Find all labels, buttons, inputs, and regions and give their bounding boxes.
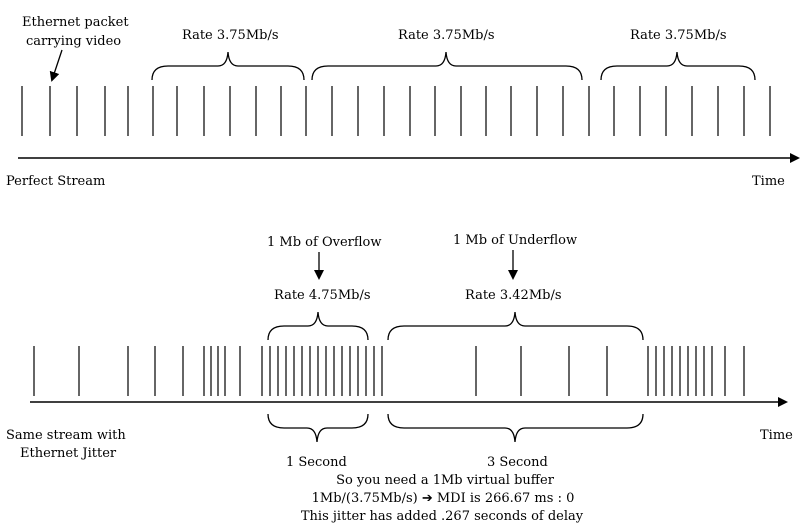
top-packet-ticks: [21, 86, 771, 136]
perfect-stream-label: Perfect Stream: [6, 174, 105, 189]
bottom-time-label: Time: [760, 428, 793, 443]
bottom-packet-ticks: [33, 346, 745, 396]
duration-brace-2: [387, 413, 644, 443]
top-rate-brace-2: [311, 51, 583, 81]
jitter-stream-label-line1: Same stream with: [6, 428, 126, 443]
duration-label-1: 1 Second: [286, 455, 347, 470]
rate-high-brace: [267, 311, 369, 341]
note-mdi: 1Mb/(3.75Mb/s) ➔ MDI is 266.67 ms : 0: [312, 491, 575, 506]
packet-label-line2: carrying video: [26, 34, 121, 49]
duration-brace-1: [267, 413, 369, 443]
rate-low-brace: [387, 311, 644, 341]
packet-label-line1: Ethernet packet: [22, 15, 129, 30]
packet-pointer-arrow: [49, 49, 63, 82]
top-rate-brace-3: [600, 51, 756, 81]
top-rate-label-2: Rate 3.75Mb/s: [398, 28, 495, 43]
underflow-label: 1 Mb of Underflow: [453, 233, 577, 248]
top-rate-label-1: Rate 3.75Mb/s: [182, 28, 279, 43]
top-time-label: Time: [752, 174, 785, 189]
duration-label-2: 3 Second: [487, 455, 548, 470]
rate-high-label: Rate 4.75Mb/s: [274, 288, 371, 303]
overflow-label: 1 Mb of Overflow: [267, 235, 381, 250]
top-rate-brace-1: [151, 51, 305, 81]
note-delay: This jitter has added .267 seconds of de…: [301, 509, 584, 524]
top-rate-label-3: Rate 3.75Mb/s: [630, 28, 727, 43]
rate-low-label: Rate 3.42Mb/s: [465, 288, 562, 303]
jitter-stream-label-line2: Ethernet Jitter: [20, 446, 117, 461]
note-buffer: So you need a 1Mb virtual buffer: [336, 473, 555, 488]
